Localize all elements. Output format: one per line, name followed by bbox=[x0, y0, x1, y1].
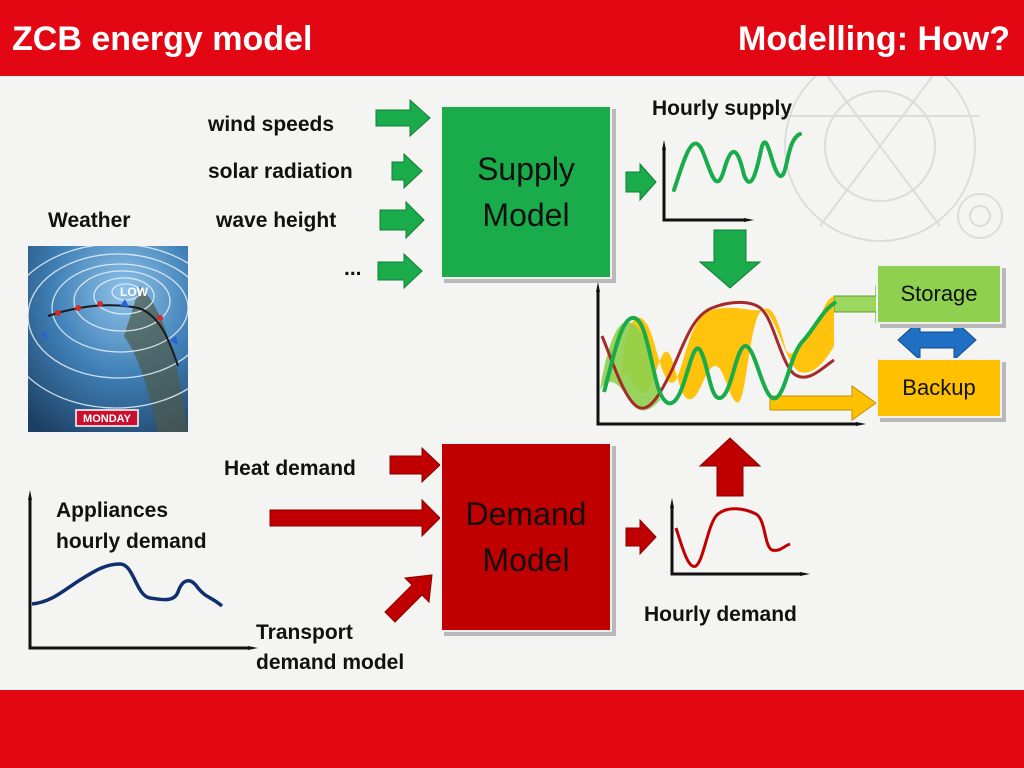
transport-label-line2: demand model bbox=[256, 651, 405, 674]
hourly-demand-label: Hourly demand bbox=[644, 603, 797, 626]
demand-model-line2: Model bbox=[482, 542, 570, 578]
storage-box: Storage bbox=[876, 264, 1002, 324]
supply-model-line2: Model bbox=[482, 197, 570, 233]
storage-label: Storage bbox=[900, 281, 978, 306]
weather-day-label: MONDAY bbox=[83, 413, 132, 425]
hourly-supply-label: Hourly supply bbox=[652, 97, 793, 120]
more-inputs-label: ... bbox=[344, 257, 362, 280]
slide-header: ZCB energy model Modelling: How? bbox=[0, 0, 1024, 76]
backup-box: Backup bbox=[876, 358, 1002, 418]
demand-model-line1: Demand bbox=[465, 495, 587, 532]
weather-label: Weather bbox=[48, 209, 131, 232]
weather-low-label: LOW bbox=[120, 285, 149, 299]
slide-section-title: Modelling: How? bbox=[738, 20, 1010, 58]
supply-model-box: Supply Model bbox=[440, 105, 612, 279]
supply-model-line1: Supply bbox=[477, 150, 575, 187]
wave-height-label: wave height bbox=[216, 209, 337, 232]
appliances-label-line1: Appliances bbox=[56, 499, 169, 522]
transport-label-line1: Transport bbox=[256, 621, 353, 644]
weather-map-image: LOW MONDAY bbox=[28, 246, 188, 432]
wind-speeds-label: wind speeds bbox=[208, 113, 335, 136]
slide-footer bbox=[0, 690, 1024, 768]
heat-demand-label: Heat demand bbox=[224, 457, 356, 480]
slide-title: ZCB energy model bbox=[12, 20, 313, 58]
demand-model-box: Demand Model bbox=[440, 442, 612, 632]
backup-label: Backup bbox=[902, 375, 976, 400]
solar-radiation-label: solar radiation bbox=[208, 160, 353, 183]
weather-map-graphic: LOW MONDAY bbox=[28, 246, 188, 432]
appliances-label-line2: hourly demand bbox=[56, 530, 207, 553]
